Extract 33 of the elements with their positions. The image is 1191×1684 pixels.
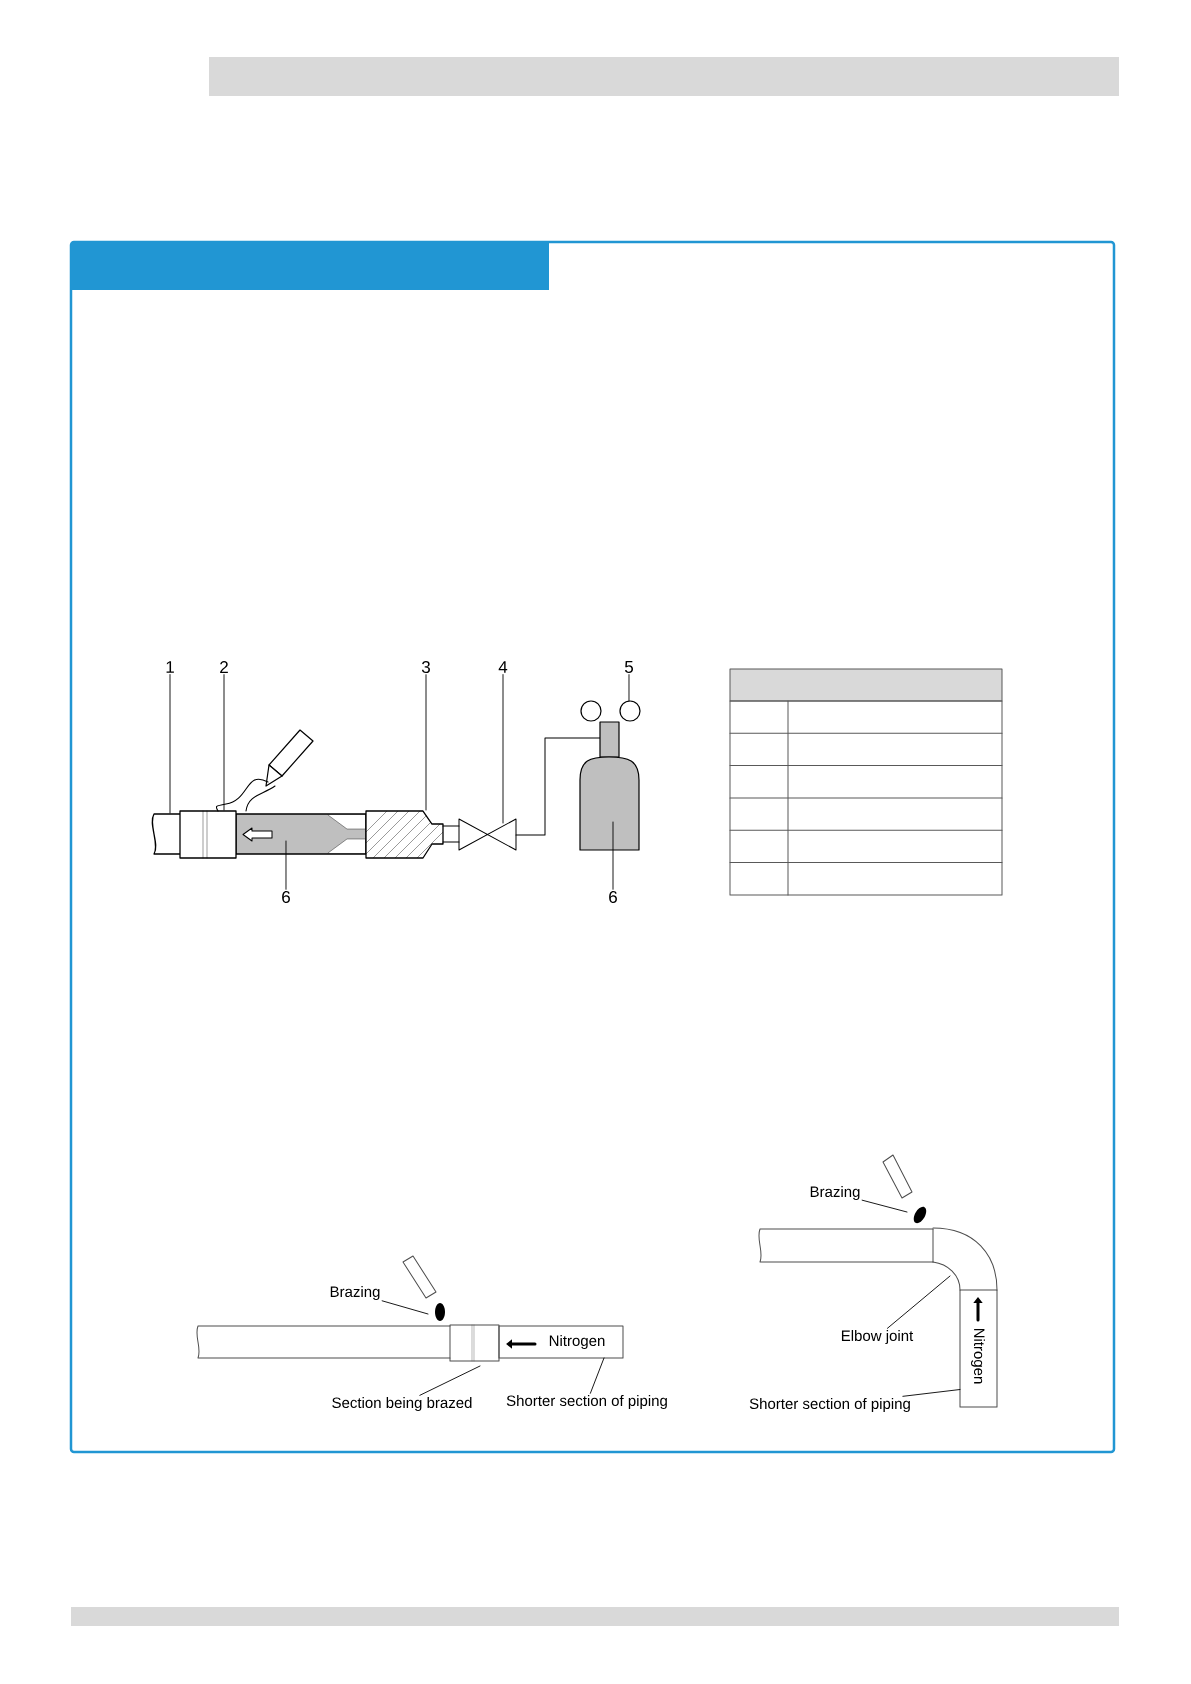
callout-text: Shorter section of piping [506,1395,667,1409]
callout-number: 2 [220,661,228,673]
callout-text: Shorter section of piping [749,1398,910,1412]
leader-line [886,1275,951,1329]
callout-text: Brazing [330,1286,380,1300]
leader-line [223,674,225,811]
leader-line [861,1199,908,1213]
brazing-setup-drawing [151,700,641,859]
leader-line [425,674,427,811]
callout-number: 1 [166,661,174,673]
elbow-joint [932,1227,998,1291]
callout-number: 5 [624,661,633,673]
leader-line [502,674,504,824]
callout-number: 4 [498,661,508,673]
pipe-label: Nitrogen [549,1335,605,1349]
leader-line [419,1365,481,1396]
pipe [959,1289,998,1408]
leader-line [169,674,171,814]
leader-line [285,840,287,890]
leader-line [902,1389,961,1397]
callout-text: Section being brazed [332,1397,472,1411]
pipe-label: Nitrogen [971,1328,985,1384]
leader-line [628,674,630,702]
title-bar [71,242,549,290]
callout-text: Elbow joint [841,1330,914,1344]
callout-number: 6 [609,891,617,904]
leader-line [612,821,614,890]
callout-number: 6 [282,891,290,904]
pipe [498,1325,624,1359]
leader-line [381,1300,429,1315]
callout-text: Brazing [810,1186,860,1200]
callout-number: 3 [421,661,430,674]
leader-line [589,1357,605,1394]
